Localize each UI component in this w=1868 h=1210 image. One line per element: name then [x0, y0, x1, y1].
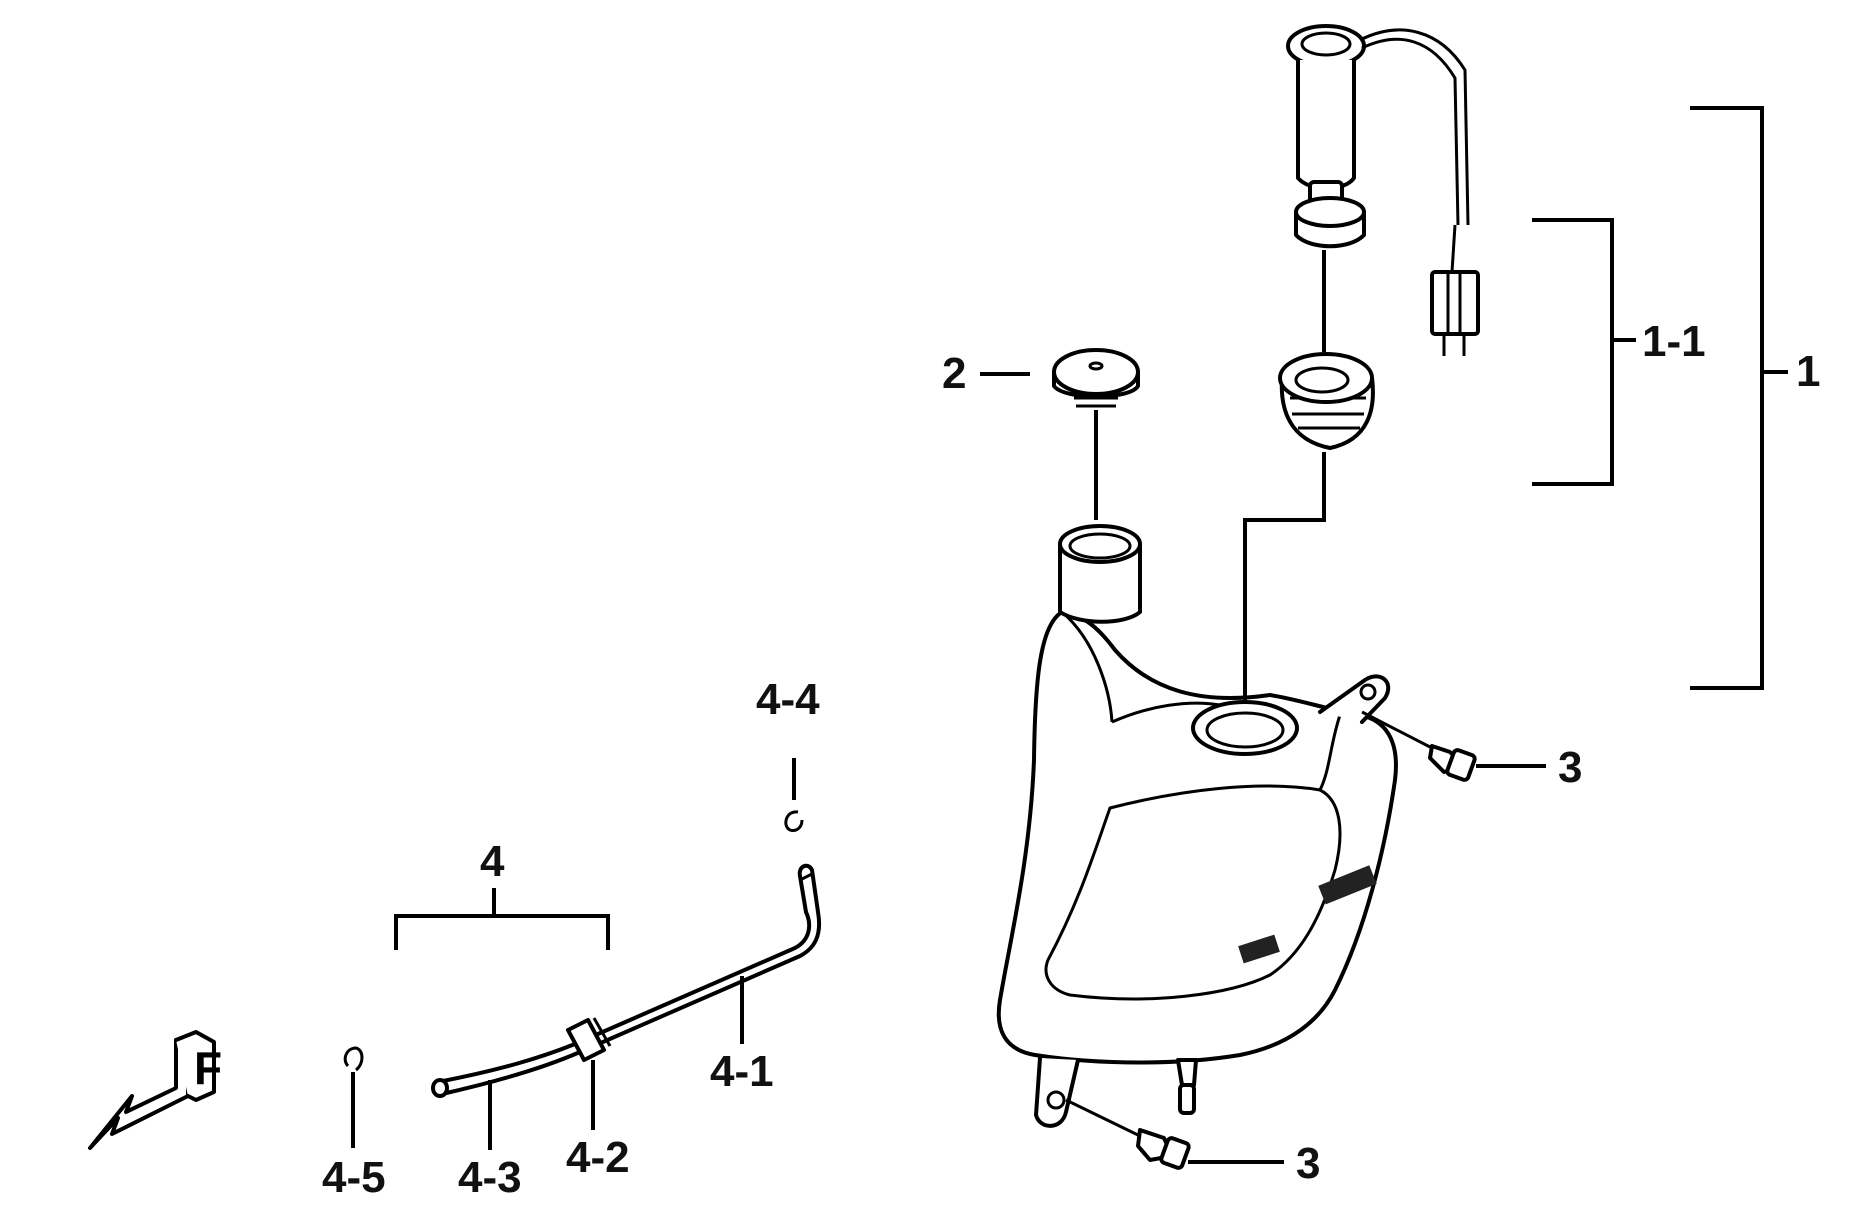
front-direction-arrow-icon: F: [88, 1030, 222, 1150]
filler-cap: [1052, 348, 1140, 520]
gauge-leader-lines: [1243, 250, 1326, 702]
bracket-part-1-1: [1532, 218, 1636, 486]
label-part-4-5: 4-5: [322, 1153, 386, 1202]
bracket-part-1: [1690, 106, 1788, 690]
label-part-4: 4: [480, 837, 505, 886]
label-part-4-2: 4-2: [566, 1133, 630, 1182]
oil-gauge-assembly: [1278, 24, 1480, 450]
label-part-3-upper: 3: [1558, 743, 1582, 792]
bracket-part-4: [394, 888, 610, 950]
tank-decal-marks: [1238, 865, 1377, 964]
label-part-1: 1: [1796, 347, 1820, 396]
upper-bolt: [1361, 710, 1477, 782]
label-part-1-1: 1-1: [1642, 317, 1706, 366]
label-part-3-lower: 3: [1296, 1139, 1320, 1188]
clip-4-5: [343, 1046, 364, 1072]
label-part-4-1: 4-1: [710, 1047, 774, 1096]
label-part-4-4: 4-4: [756, 675, 820, 724]
label-part-4-3: 4-3: [458, 1153, 522, 1202]
clip-4-4: [784, 810, 804, 832]
lower-bolt: [1065, 1098, 1191, 1170]
label-part-2: 2: [942, 349, 966, 398]
leader-lines: [351, 372, 1546, 1164]
front-direction-letter: F: [194, 1042, 222, 1094]
oil-tank: [996, 524, 1398, 1128]
